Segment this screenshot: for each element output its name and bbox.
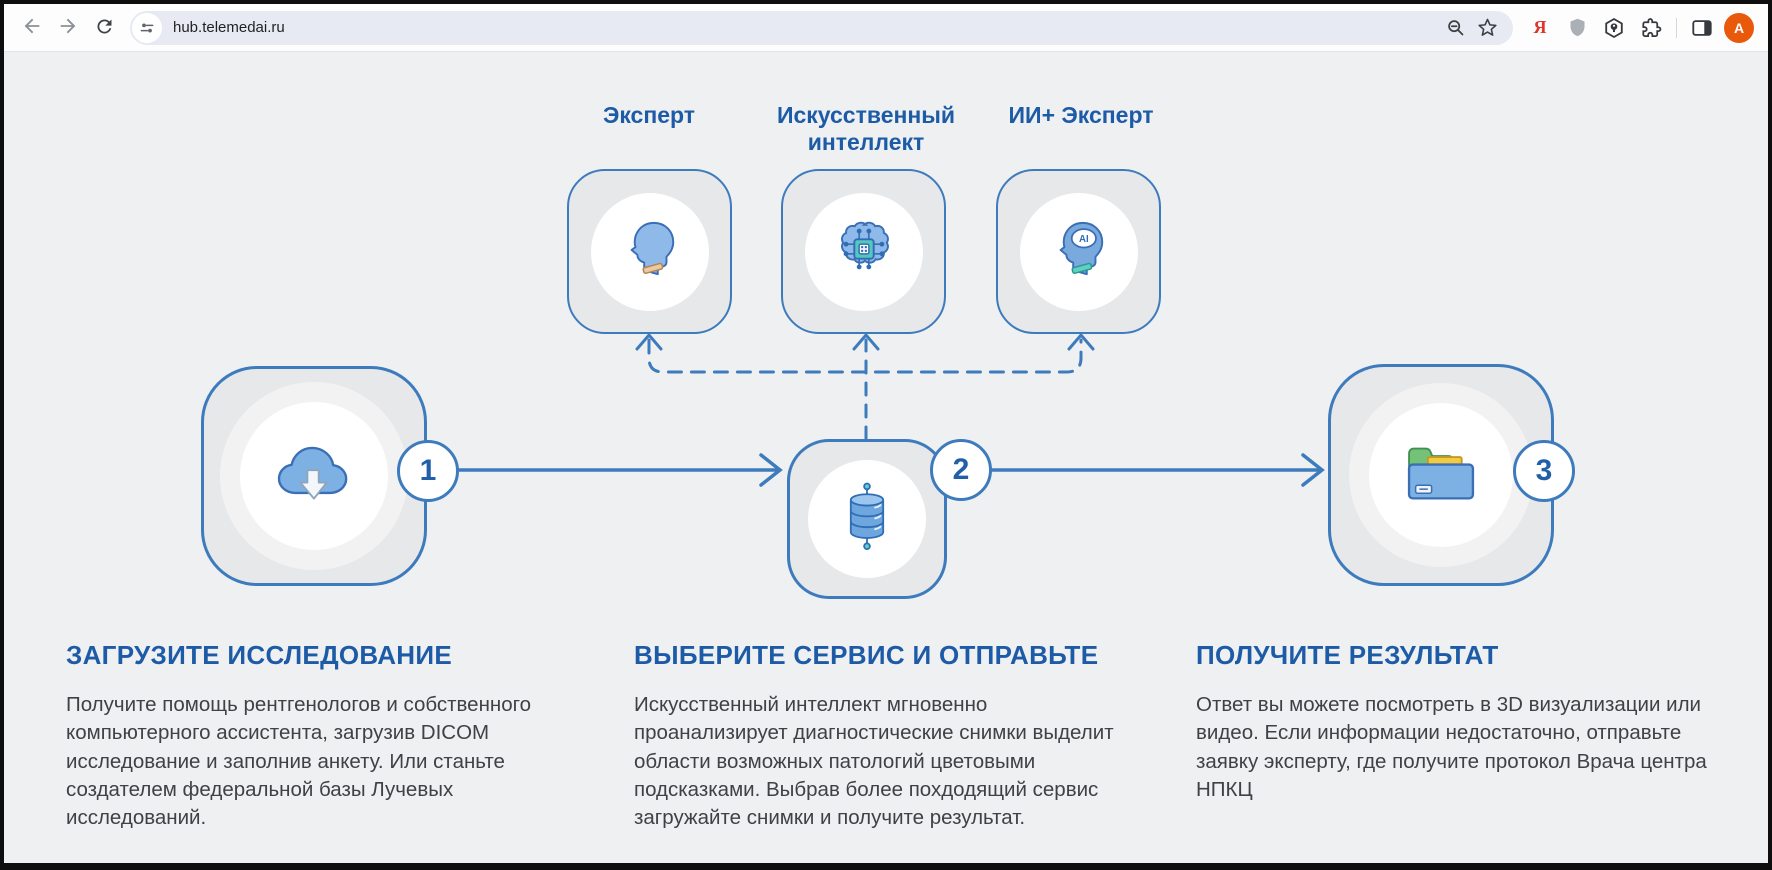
step-number-badge-1: 1	[397, 440, 459, 502]
reload-button[interactable]	[86, 10, 122, 46]
extensions-area: Я A	[1521, 12, 1758, 43]
service-box-ai	[781, 169, 946, 334]
step-box-service	[787, 439, 947, 599]
side-panel-icon[interactable]	[1687, 13, 1717, 43]
step-number-badge-2: 2	[930, 439, 992, 501]
service-label-ai-expert: ИИ+ Эксперт	[1008, 102, 1154, 128]
hexagon-key-extension-icon[interactable]	[1599, 13, 1629, 43]
step-title: ЗАГРУЗИТЕ ИССЛЕДОВАНИЕ	[66, 640, 452, 670]
service-label-ai: Искусственный интеллект	[776, 102, 956, 156]
extensions-puzzle-icon[interactable]	[1636, 13, 1666, 43]
back-button[interactable]	[14, 10, 50, 46]
forward-button[interactable]	[50, 10, 86, 46]
yandex-extension-icon[interactable]: Я	[1533, 17, 1547, 37]
reload-icon	[94, 16, 115, 40]
browser-toolbar: hub.telemedai.ru Я	[4, 4, 1768, 52]
flow-connectors	[457, 332, 1325, 487]
address-bar[interactable]: hub.telemedai.ru	[130, 10, 1513, 45]
step-title: ПОЛУЧИТЕ РЕЗУЛЬТАТ	[1196, 640, 1499, 670]
step-text-service: ВЫБЕРИТЕ СЕРВИС И ОТПРАВЬТЕ Искусственны…	[634, 640, 1126, 832]
cloud-download-icon	[270, 439, 358, 514]
step-description: Ответ вы можете посмотреть в 3D визуализ…	[1196, 693, 1707, 801]
step-description: Искусственный интеллект мгновенно проана…	[634, 693, 1114, 830]
step-box-upload	[201, 366, 427, 586]
step-description: Получите помощь рентгенологов и собствен…	[66, 693, 532, 830]
forward-icon	[57, 15, 79, 40]
service-box-expert	[567, 169, 732, 334]
back-icon	[21, 15, 43, 40]
url-text[interactable]: hub.telemedai.ru	[173, 19, 285, 36]
head-ai-icon: AI	[1048, 218, 1110, 285]
profile-avatar[interactable]: A	[1724, 12, 1754, 43]
step-title: ВЫБЕРИТЕ СЕРВИС И ОТПРАВЬТЕ	[634, 640, 1099, 670]
zoom-out-icon[interactable]	[1439, 13, 1471, 43]
svg-text:AI: AI	[1079, 234, 1089, 245]
brain-chip-icon	[833, 218, 895, 285]
toolbar-separator	[1676, 17, 1677, 38]
dashed-connector-bracket	[647, 338, 1083, 374]
step-text-upload: ЗАГРУЗИТЕ ИССЛЕДОВАНИЕ Получите помощь р…	[66, 640, 581, 832]
head-profile-icon	[619, 218, 681, 285]
page-content: Эксперт Искусственный интеллект ИИ+ Эксп…	[4, 52, 1768, 863]
bookmark-star-icon[interactable]	[1471, 13, 1503, 43]
service-label-expert: Эксперт	[602, 102, 696, 128]
database-icon	[838, 481, 896, 558]
shield-extension-icon[interactable]	[1562, 13, 1592, 43]
service-box-ai-expert: AI	[996, 169, 1161, 334]
folder-icon	[1399, 442, 1483, 509]
step-text-result: ПОЛУЧИТЕ РЕЗУЛЬТАТ Ответ вы можете посмо…	[1196, 640, 1724, 804]
site-info-icon[interactable]	[132, 12, 162, 43]
step-number-badge-3: 3	[1513, 440, 1575, 502]
